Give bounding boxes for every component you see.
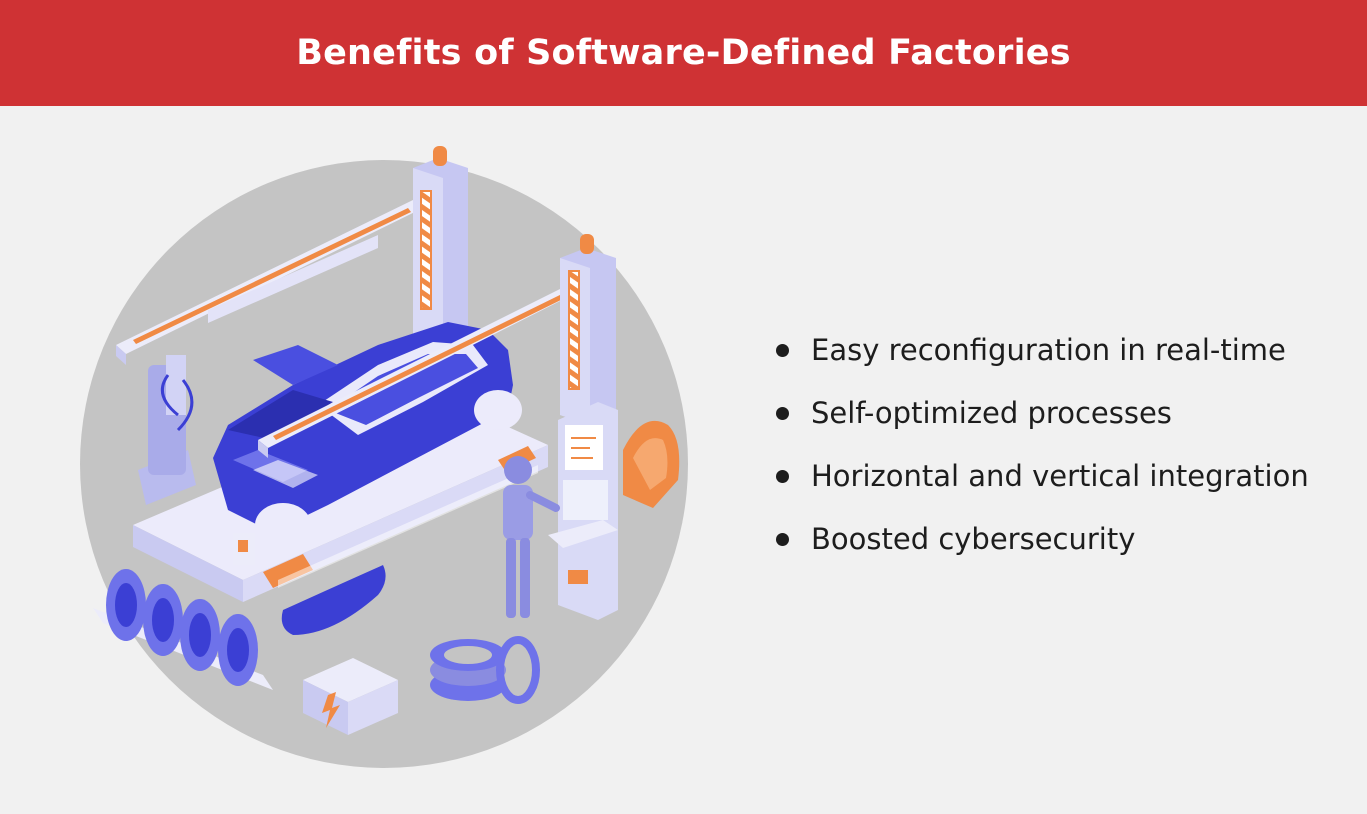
benefits-list: Easy reconfiguration in real-time Self-o…	[776, 318, 1309, 570]
car-body	[213, 322, 522, 547]
robot-arm-left	[138, 355, 196, 505]
control-box	[233, 533, 255, 565]
car-bumper	[281, 565, 386, 635]
factory-illustration	[78, 140, 698, 780]
title-banner: Benefits of Software-Defined Factories	[0, 0, 1367, 106]
list-item: Easy reconfiguration in real-time	[776, 318, 1309, 381]
benefit-label: Self-optimized processes	[811, 395, 1172, 430]
gantry-beam-front	[258, 285, 578, 458]
battery-icon	[303, 658, 398, 735]
bullet-icon	[776, 470, 789, 483]
bullet-icon	[776, 407, 789, 420]
list-item: Boosted cybersecurity	[776, 507, 1309, 570]
robot-worker	[503, 456, 560, 618]
tire-rack	[93, 569, 273, 690]
benefit-label: Easy reconfiguration in real-time	[811, 332, 1286, 367]
piston-rings	[430, 636, 540, 704]
pillar-back	[413, 146, 468, 345]
bullet-icon	[776, 344, 789, 357]
car-seat	[623, 420, 680, 508]
control-panel	[548, 402, 618, 620]
page-title: Benefits of Software-Defined Factories	[296, 33, 1071, 73]
list-item: Horizontal and vertical integration	[776, 444, 1309, 507]
pillar-front	[560, 234, 616, 425]
benefit-label: Boosted cybersecurity	[811, 521, 1136, 556]
bullet-icon	[776, 533, 789, 546]
list-item: Self-optimized processes	[776, 381, 1309, 444]
benefit-label: Horizontal and vertical integration	[811, 458, 1309, 493]
gantry-beam-back	[116, 200, 423, 365]
factory-assembly-line-illustration	[80, 146, 688, 768]
